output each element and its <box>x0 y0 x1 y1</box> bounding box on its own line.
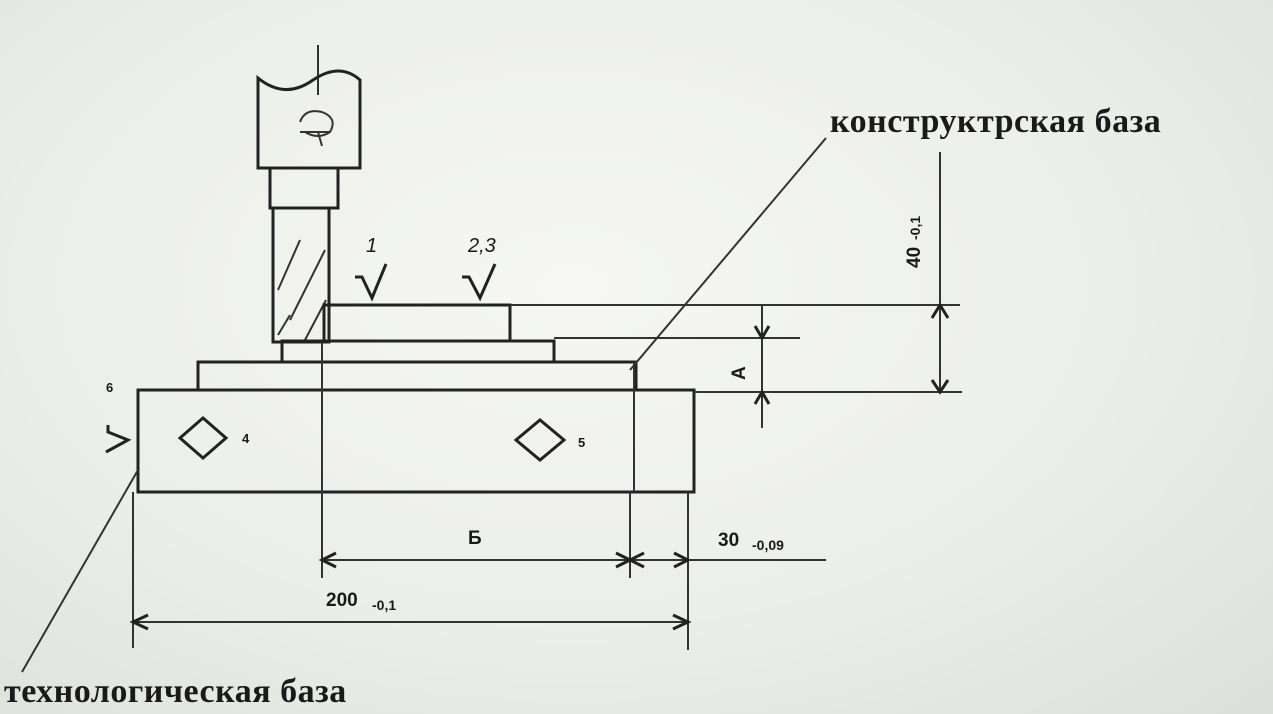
design-base-leader <box>629 137 827 371</box>
fixture-base <box>136 342 696 494</box>
technological-base-label: технологическая база <box>4 673 347 710</box>
spindle <box>256 45 362 210</box>
end-mill-cutter <box>271 206 331 344</box>
extension-lines-bottom <box>132 492 689 650</box>
technological-base-leader <box>21 469 139 673</box>
support-symbol-2-3: 2,3 <box>462 235 497 302</box>
dim-30-tolerance: -0,09 <box>752 537 784 553</box>
dim-30-value: 30 <box>718 530 739 551</box>
support-symbol-1: 1 <box>355 235 388 302</box>
clamp-symbol-5: 5 <box>513 418 585 462</box>
extension-lines-right <box>510 304 962 393</box>
dimension-a: А <box>729 305 771 428</box>
point-label-2-3: 2,3 <box>467 235 496 257</box>
dim-40-value: 40 <box>904 247 925 268</box>
dim-b-value: Б <box>468 528 482 549</box>
dim-40-tolerance: -0,1 <box>907 216 923 240</box>
point-label-1: 1 <box>366 235 377 257</box>
dim-200-value: 200 <box>326 590 358 611</box>
workpiece <box>196 303 638 392</box>
point-label-6: 6 <box>106 380 113 395</box>
point-label-5: 5 <box>578 435 585 450</box>
dimension-200: 200 -0,1 <box>129 590 692 631</box>
design-base-label: конструктрская база <box>830 103 1161 140</box>
dimension-40: 40 -0,1 <box>904 152 950 395</box>
clamp-symbol-4: 4 <box>177 416 250 460</box>
dim-a-value: А <box>729 366 750 380</box>
dimension-30: 30 -0,09 <box>626 530 826 569</box>
dim-200-tolerance: -0,1 <box>372 597 396 613</box>
point-label-4: 4 <box>242 431 250 446</box>
support-symbol-6: 6 <box>105 380 132 454</box>
dimension-b: Б <box>318 528 634 569</box>
rotation-arrow-icon <box>299 110 334 147</box>
